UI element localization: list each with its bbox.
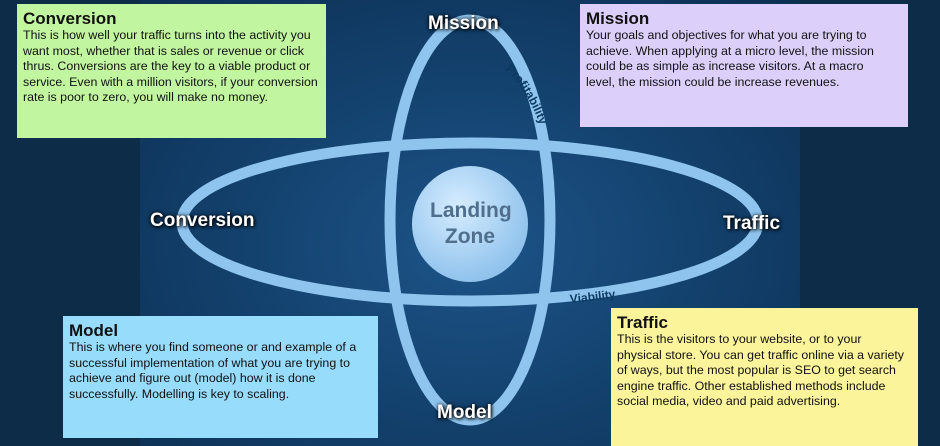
landing-zone-label: Landing Zone [430, 199, 512, 248]
vertical-orbit [384, 14, 556, 426]
horizontal-orbit [176, 137, 764, 307]
mission-title: Mission [586, 9, 650, 28]
conversion-title: Conversion [23, 9, 117, 28]
label-conversion: Conversion [150, 210, 255, 231]
label-traffic: Traffic [723, 213, 781, 234]
conversion-box: Conversion This is how well your traffic… [17, 4, 326, 138]
mission-box: Mission Your goals and objectives for wh… [580, 4, 908, 127]
landing-zone-circle: Landing Zone [412, 166, 528, 282]
model-box: Model This is where you find someone or … [63, 316, 378, 438]
label-mission: Mission [428, 13, 499, 34]
model-title: Model [69, 321, 119, 340]
model-text: This is where you find someone or and ex… [69, 340, 357, 401]
label-model: Model [437, 402, 492, 423]
orbit-label-viability: Viability [569, 287, 616, 306]
traffic-title: Traffic [617, 313, 669, 332]
conversion-text: This is how well your traffic turns into… [23, 28, 318, 104]
traffic-box: Traffic This is the visitors to your web… [611, 308, 918, 446]
traffic-text: This is the visitors to your website, or… [617, 332, 904, 408]
mission-text: Your goals and objectives for what you a… [586, 28, 874, 89]
